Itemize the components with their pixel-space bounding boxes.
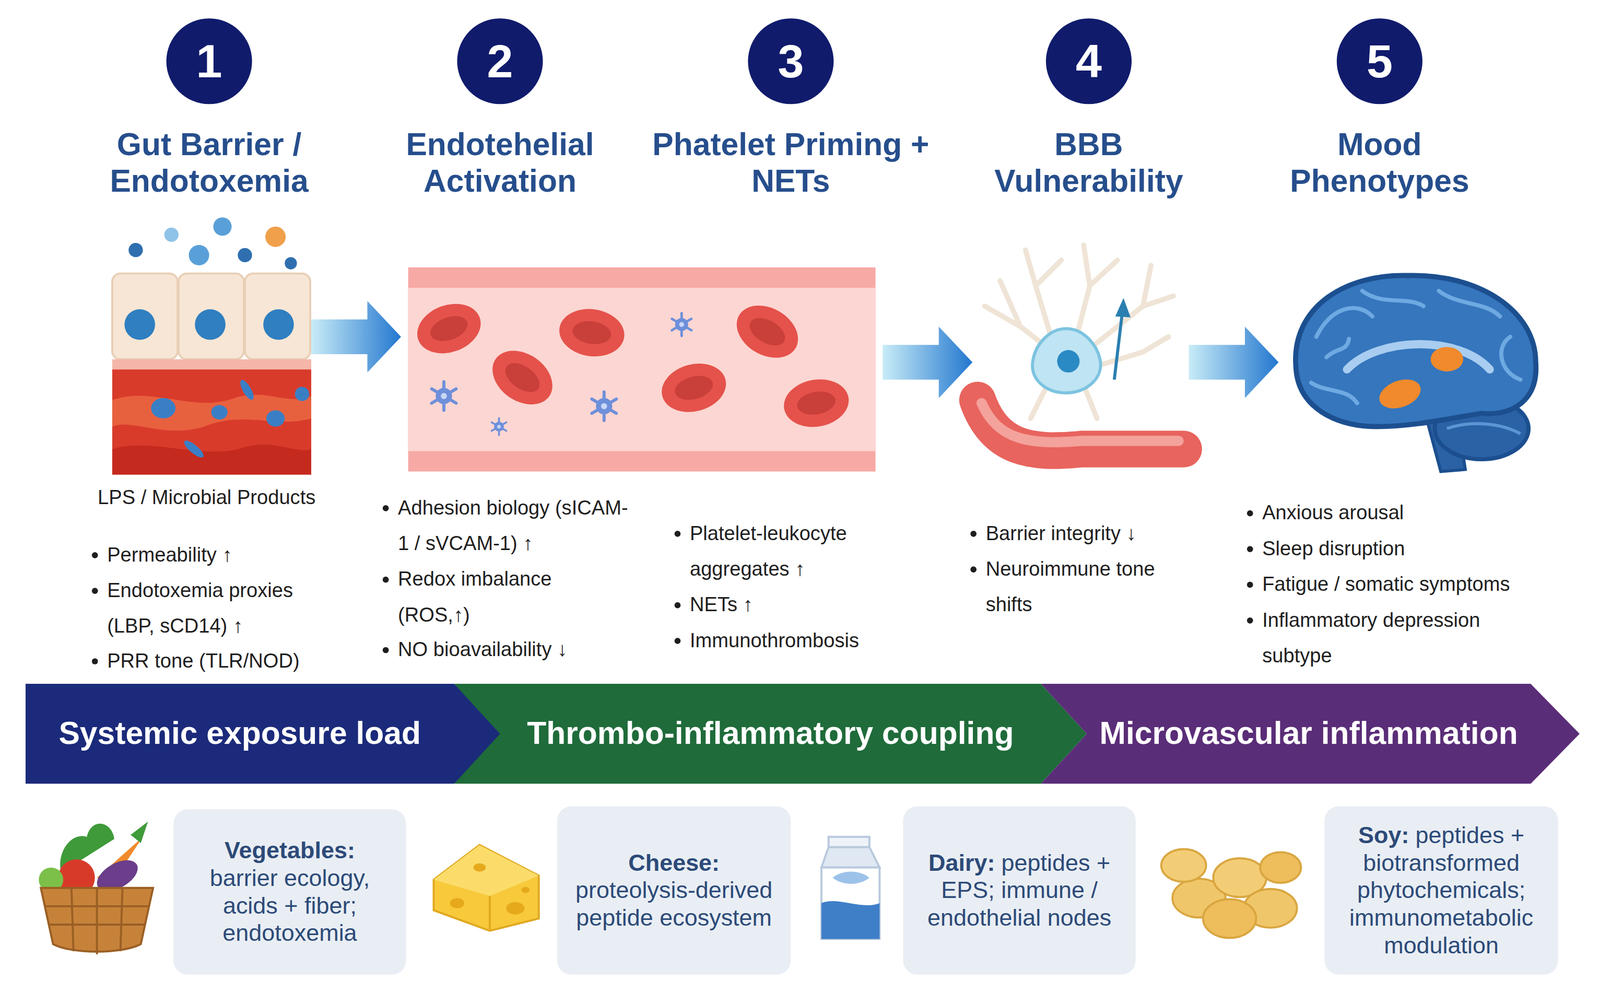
bullet-text: Endotoxemia proxies (LBP, sCD14) ↑: [107, 572, 327, 644]
food-source-box: Cheese:proteolysis-derived peptide ecosy…: [557, 805, 791, 974]
bullet-dot: [674, 637, 681, 644]
step-circle: 4: [1045, 18, 1132, 104]
flow-arrow: [311, 300, 402, 373]
food-heading: Soy:: [1358, 821, 1409, 849]
bullet-dot: [970, 565, 977, 572]
bullet-dot: [674, 601, 681, 608]
bullet-dot: [91, 586, 99, 594]
band-label: Thrombo-inflammatory coupling: [499, 683, 1041, 784]
bullet-dot: [1246, 545, 1254, 552]
step-circle: 3: [747, 18, 834, 104]
stage-heading: Mood Phenotypes: [1262, 126, 1497, 200]
bullet-text: Barrier integrity ↓: [985, 515, 1185, 551]
bullet-dot: [1246, 581, 1254, 588]
step-number: 5: [1366, 37, 1393, 85]
bullet-dot: [970, 530, 977, 537]
bullet-text: Permeability ↑: [107, 536, 327, 573]
stage-heading: Endotehelial Activation: [346, 126, 653, 200]
brain-illustration: [1295, 275, 1536, 472]
bullet-text: Platelet-leukocyte aggregates ↑: [689, 515, 879, 587]
food-heading: Cheese:: [569, 848, 779, 877]
phase-band-arrow: Microvascular inflammation: [1040, 683, 1580, 784]
bullet-dot: [1246, 509, 1254, 516]
vegetable-basket-icon: [38, 821, 154, 955]
food-text: Soy:peptides + biotransformed phytochemi…: [1336, 821, 1547, 960]
band-fill: [454, 683, 1088, 784]
stage-heading: Phatelet Priming + NETs: [645, 126, 937, 200]
phase-band-arrow: Systemic exposure load: [25, 683, 505, 784]
bullet-text: NETs ↑: [689, 586, 879, 622]
bullet-text: Immunothrombosis: [689, 622, 879, 658]
stage-heading: BBB Vulnerability: [971, 126, 1206, 200]
step-circle: 1: [166, 18, 253, 104]
band-label: Microvascular inflammation: [1086, 683, 1531, 784]
image-caption: LPS / Microbial Products: [81, 479, 332, 515]
step-circle: 2: [456, 18, 543, 104]
bullet-text: Adhesion biology (sICAM-1 / sVCAM-1) ↑: [397, 489, 635, 562]
bullet-dot: [382, 575, 390, 583]
band-fill: [25, 683, 505, 784]
phase-band-arrow: Thrombo-inflammatory coupling: [454, 683, 1088, 784]
bullet-dot: [382, 646, 390, 653]
food-source-box: Dairy:peptides + EPS; immune / endotheli…: [902, 805, 1136, 974]
food-heading: Dairy:: [928, 848, 995, 876]
bullet-dot: [1246, 616, 1254, 623]
flow-arrow: [882, 326, 973, 398]
step-number: 4: [1075, 37, 1102, 85]
step-circle: 5: [1336, 18, 1423, 104]
food-description: proteolysis-derived peptide ecosystem: [575, 876, 773, 931]
bullet-dot: [382, 504, 390, 511]
food-source-box: Vegetables:barrier ecology, acids + fibe…: [173, 808, 407, 974]
stage-heading: Gut Barrier / Endotoxemia: [55, 126, 362, 200]
step-number: 2: [486, 37, 513, 85]
step-number: 3: [777, 37, 804, 85]
band-label: Systemic exposure load: [25, 683, 455, 784]
stage-header: 4BBB Vulnerability: [971, 18, 1206, 213]
blood-vessel-illustration: [408, 267, 876, 472]
band-fill: [1040, 683, 1580, 784]
stage-header: 3Phatelet Priming + NETs: [645, 18, 937, 213]
food-text: Dairy:peptides + EPS; immune / endotheli…: [915, 848, 1124, 932]
flow-arrow: [1189, 326, 1279, 398]
step-number: 1: [196, 37, 223, 85]
gut-barrier-illustration: [112, 217, 312, 475]
bullet-text: Redox imbalance (ROS,↑): [397, 561, 603, 633]
bullet-text: Fatigue / somatic symptoms: [1262, 566, 1559, 602]
food-heading: Vegetables:: [185, 836, 395, 865]
stage-header: 1Gut Barrier / Endotoxemia: [55, 18, 362, 213]
bullet-text: NO bioavailability ↓: [397, 631, 635, 667]
bbb-neuron-illustration: [977, 244, 1184, 451]
bullet-text: Sleep disruption: [1262, 530, 1548, 567]
bullet-text: Neuroimmune tone shifts: [985, 550, 1185, 623]
bullet-text: Anxious arousal: [1262, 495, 1548, 531]
food-description: barrier ecology, acids + fiber; endotoxe…: [209, 864, 370, 946]
bullet-dot: [674, 530, 681, 537]
bullet-text: Inflammatory depression subtype: [1262, 602, 1548, 674]
bullet-dot: [91, 551, 99, 558]
stage-header: 2Endotehelial Activation: [346, 18, 653, 213]
cheese-icon: [433, 844, 539, 931]
food-text: Cheese:proteolysis-derived peptide ecosy…: [569, 848, 779, 932]
stage-header: 5Mood Phenotypes: [1262, 18, 1497, 213]
milk-carton-icon: [821, 836, 880, 939]
bullet-text: PRR tone (TLR/NOD): [107, 642, 327, 679]
food-text: Vegetables:barrier ecology, acids + fibe…: [185, 836, 395, 947]
food-source-box: Soy:peptides + biotransformed phytochemi…: [1324, 805, 1558, 974]
bullet-dot: [91, 657, 99, 664]
soybean-icon: [1161, 848, 1302, 938]
